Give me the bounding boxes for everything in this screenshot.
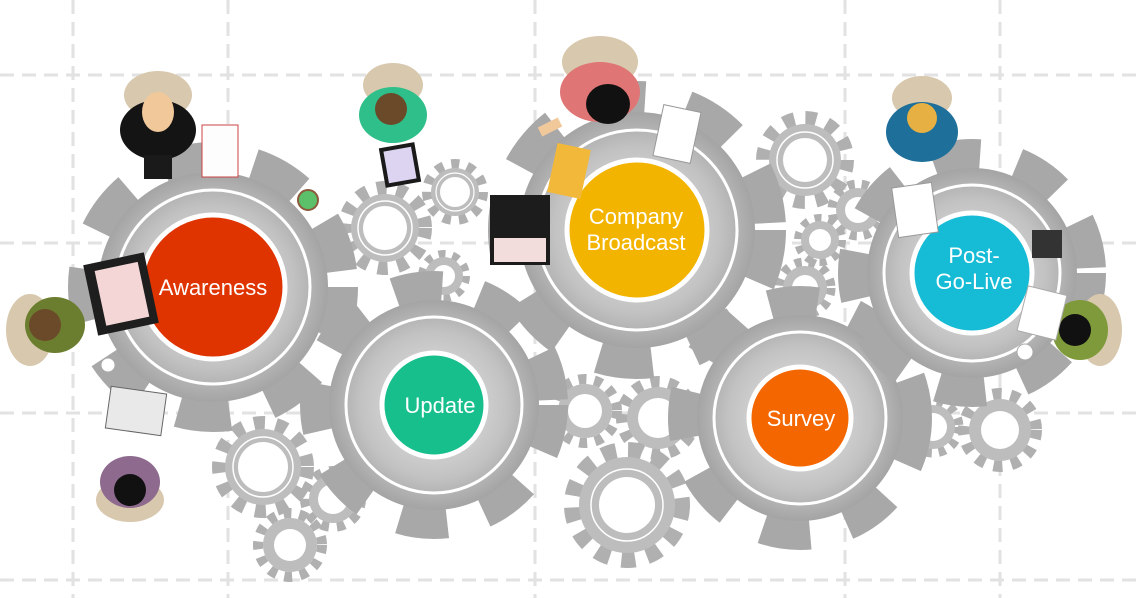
chart-paper-icon: [652, 104, 702, 164]
post-go-live-label: Post- Go-Live: [935, 243, 1012, 295]
survey-label: Survey: [767, 406, 835, 432]
people: [6, 36, 1122, 522]
newspaper-icon: [104, 385, 168, 437]
update-circle: [379, 350, 489, 460]
small-gears: [212, 111, 1042, 582]
person-left-icon: [6, 294, 85, 366]
person-top-center-icon: [537, 36, 640, 137]
broadcast-text: Broadcast: [586, 230, 686, 255]
person-top-right-icon: [886, 76, 958, 162]
person-right-icon: [1052, 294, 1122, 366]
survey-circle: [746, 364, 854, 472]
documents-icon: [1016, 285, 1068, 341]
person-top-center-left-icon: [359, 63, 427, 143]
post-go-live-circle: [909, 210, 1035, 336]
company-broadcast-label: Company Broadcast: [586, 204, 685, 256]
company-broadcast-circle: [564, 157, 710, 303]
small-laptop-icon: [1032, 230, 1062, 258]
coffee-cup-icon: [1016, 343, 1034, 361]
company-text: Company: [588, 204, 684, 229]
awareness-text: Awareness: [158, 275, 268, 300]
survey-text: Survey: [766, 406, 836, 431]
stage-circles: [138, 157, 1035, 472]
plant-icon: [297, 189, 319, 211]
go-live-text: Go-Live: [935, 269, 1013, 294]
person-bottom-left-icon: [96, 456, 164, 522]
lightbulb-paper-icon: [891, 181, 939, 239]
notebook-icon: [201, 124, 239, 178]
update-text: Update: [404, 393, 476, 418]
person-top-left-icon: [120, 71, 196, 179]
coffee-cup-left-icon: [100, 357, 116, 373]
folder-icon: [547, 143, 591, 199]
update-label: Update: [405, 393, 476, 419]
awareness-label: Awareness: [159, 275, 267, 301]
post-text: Post-: [948, 243, 1000, 268]
